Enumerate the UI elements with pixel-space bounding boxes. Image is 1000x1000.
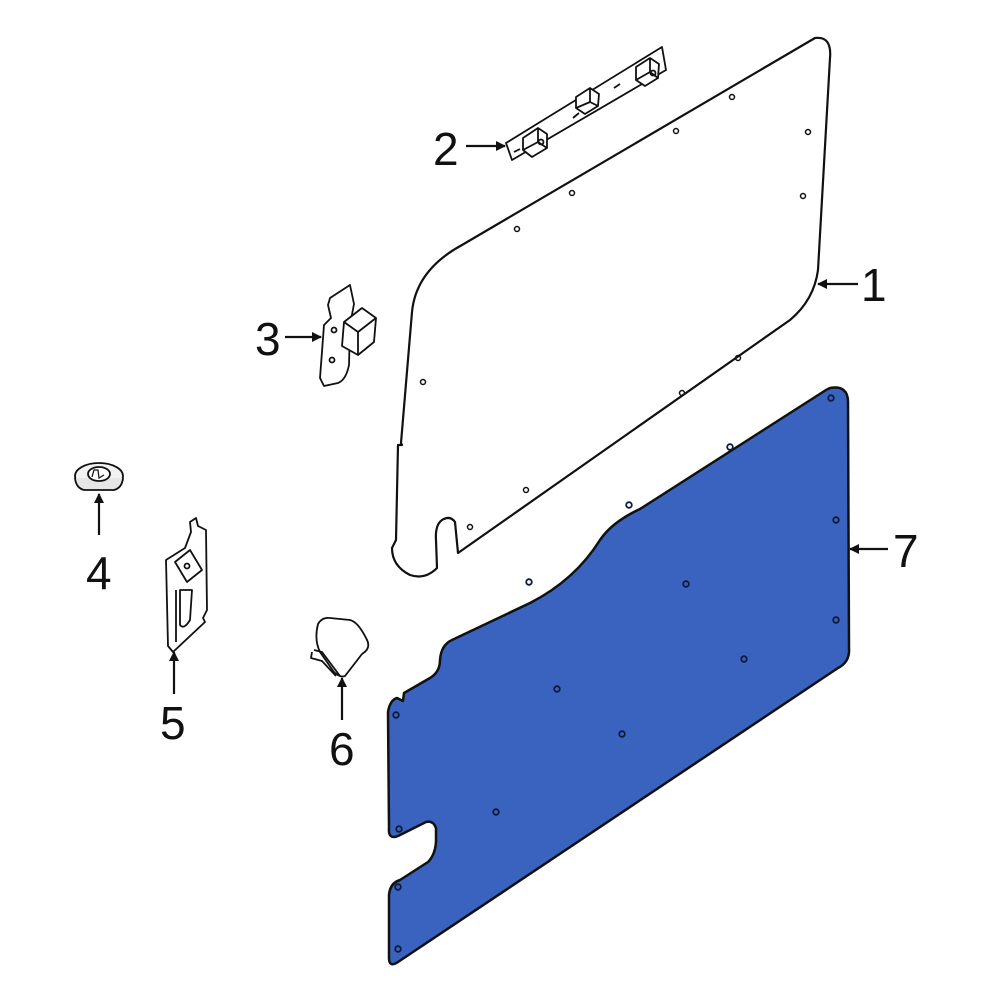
callout-4[interactable]: 4 xyxy=(86,547,112,599)
callout-arrows xyxy=(94,141,888,720)
part-4-push-pin[interactable] xyxy=(74,462,124,491)
part-1-upper-panel[interactable] xyxy=(390,36,832,578)
part-2-bracket-strip[interactable] xyxy=(505,46,667,161)
callout-6[interactable]: 6 xyxy=(329,723,355,775)
part-3-block-bracket[interactable] xyxy=(319,284,377,387)
part-6-clip-cap[interactable] xyxy=(310,616,370,678)
callout-1[interactable]: 1 xyxy=(861,259,887,311)
callout-2[interactable]: 2 xyxy=(433,123,459,175)
callout-5[interactable]: 5 xyxy=(160,697,186,749)
part-5-vertical-bracket[interactable] xyxy=(165,517,208,653)
part-7-lower-panel[interactable] xyxy=(386,386,851,966)
callout-3[interactable]: 3 xyxy=(255,313,281,365)
callout-7[interactable]: 7 xyxy=(893,525,919,577)
